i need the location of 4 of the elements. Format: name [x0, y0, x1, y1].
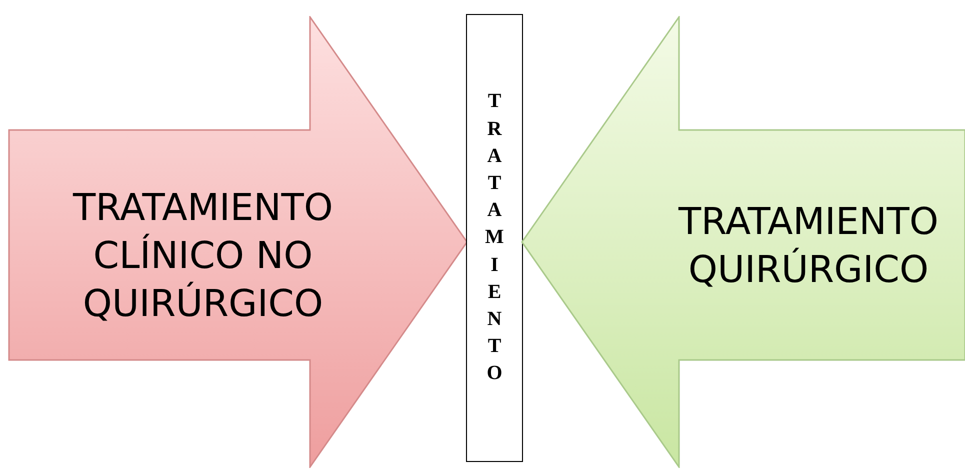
arrow-label: TRATAMIENTO QUIRÚRGICO [677, 198, 940, 293]
vertical-label: TRATAMIENTO [484, 89, 504, 386]
arrow-label: TRATAMIENTO CLÍNICO NO QUIRÚRGICO [72, 184, 334, 328]
vertical-text-box [466, 14, 523, 462]
